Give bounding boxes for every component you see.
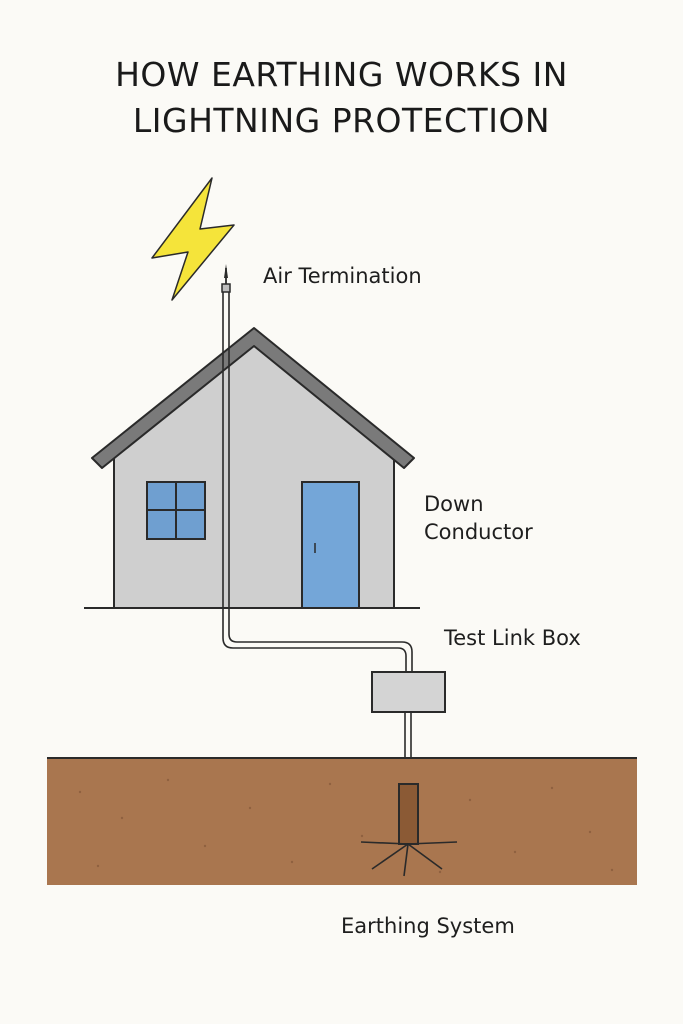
earth-spread-lines <box>360 841 458 877</box>
title-line-1: HOW EARTHING WORKS IN <box>115 55 568 94</box>
down-conductor-label-line-1: Down <box>424 492 484 516</box>
down-conductor-label-line-2: Conductor <box>424 520 533 544</box>
soil <box>47 758 637 885</box>
house-door <box>301 481 360 609</box>
lightning-bolt-icon <box>151 177 235 301</box>
down-conductor-label: Down Conductor <box>424 490 533 546</box>
earth-electrode <box>398 783 419 845</box>
air-termination-label: Air Termination <box>263 264 422 288</box>
diagram-title: HOW EARTHING WORKS IN LIGHTNING PROTECTI… <box>0 52 683 144</box>
house-window <box>146 481 206 540</box>
house-roof <box>91 327 415 469</box>
soil-texture <box>78 778 614 874</box>
earthing-system-label: Earthing System <box>341 914 515 938</box>
down-conductor <box>222 292 413 672</box>
air-termination-rod <box>221 264 231 293</box>
test-link-box-label: Test Link Box <box>444 626 581 650</box>
test-link-box <box>371 671 446 713</box>
title-line-2: LIGHTNING PROTECTION <box>132 101 551 140</box>
